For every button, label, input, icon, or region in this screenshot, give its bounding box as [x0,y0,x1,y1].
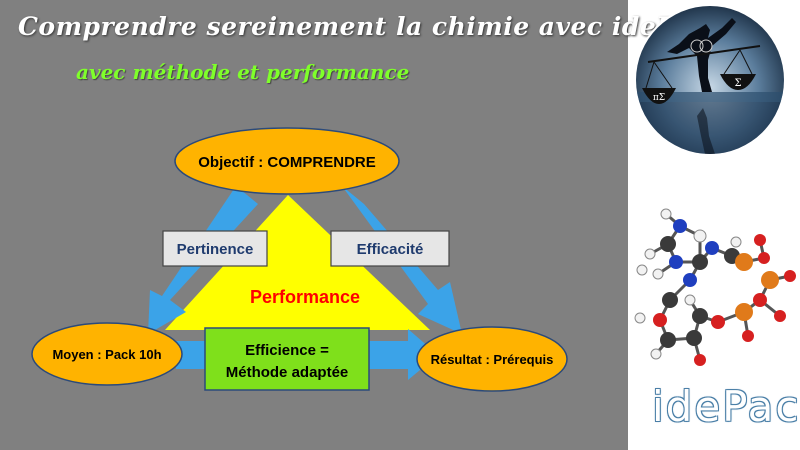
objective-label: Objectif : COMPRENDRE [198,154,376,171]
means-label: Moyen : Pack 10h [52,347,161,362]
objective-ellipse [174,127,400,195]
slide-subtitle: avec méthode et performance [76,60,410,84]
result-label: Résultat : Prérequis [431,352,554,367]
logo-symbol-left: πΣ [653,93,665,103]
slide-title: Comprendre sereinement la chimie avec id… [18,12,708,41]
pertinence-box [162,230,268,267]
efficacite-box [330,230,450,267]
efficience-box [204,327,370,391]
yoga-logo: πΣ Σ [634,4,786,156]
pertinence-label: Pertinence [177,241,254,258]
efficience-line1: Efficience = [245,342,329,359]
logo-symbol-right: Σ [734,78,741,89]
efficience-line2: Méthode adaptée [226,364,349,381]
performance-triangle [165,195,430,330]
performance-label: Performance [250,287,360,307]
efficacite-label: Efficacité [357,241,424,258]
brand-logo-text: idePac [652,382,800,431]
result-ellipse [416,326,568,392]
means-ellipse [31,322,183,386]
molecule-atoms [634,208,796,366]
